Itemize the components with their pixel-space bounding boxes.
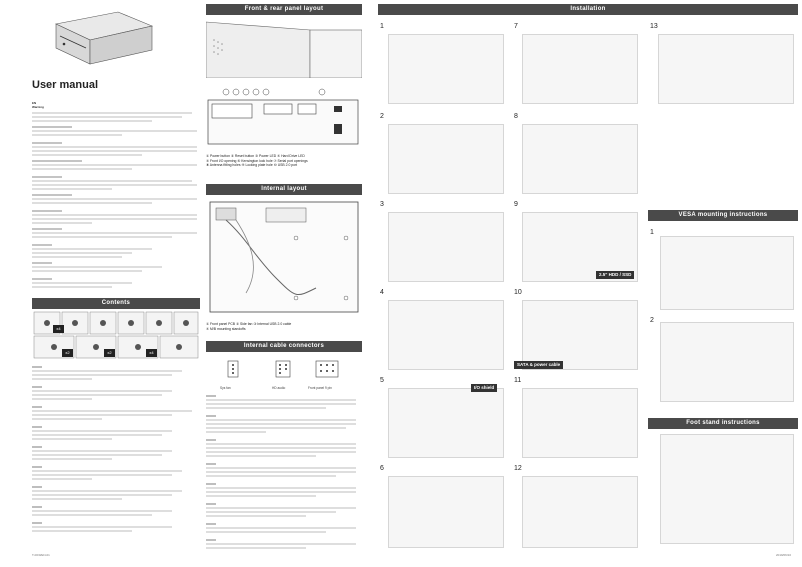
step-number: 7 [514, 23, 518, 30]
cable-label: HD audio [272, 386, 286, 390]
foot-stand-illustration [660, 434, 794, 544]
qty-badge: x4 [146, 349, 157, 357]
step-4-illustration [388, 300, 504, 370]
front-rear-legend: ① Power button ② Reset button ③ Power LE… [206, 154, 362, 168]
internal-layout-illustration [206, 198, 362, 316]
contents-banner: Contents [32, 298, 200, 309]
manual-title: User manual [32, 79, 99, 91]
io-shield-tag: I/O shield [471, 384, 498, 392]
step-11-illustration [522, 388, 638, 458]
cable-label: Sys fan [220, 386, 231, 390]
multilingual-text-block: EN Warning [32, 101, 200, 291]
vesa-step-1-illustration [660, 236, 794, 310]
legend-line: ④ M/B mounting standoffs [206, 326, 246, 331]
step-5-illustration [388, 388, 504, 458]
warning-heading: Warning [32, 105, 44, 110]
step-13-illustration [658, 34, 794, 104]
step-number: 2 [380, 113, 384, 120]
step-9-illustration [522, 212, 638, 282]
hdd-tag: 2.5" HDD / SSD [596, 271, 635, 279]
lang-heading-en: EN [32, 101, 37, 105]
front-rear-banner: Front & rear panel layout [206, 4, 362, 15]
internal-layout-banner: Internal layout [206, 184, 362, 195]
text-lines [32, 111, 200, 291]
step-number: 4 [380, 289, 384, 296]
cable-instructions [206, 394, 362, 550]
step-number: 6 [380, 465, 384, 472]
internal-legend: ① Front panel PCB ② Side fan ③ Internal … [206, 322, 362, 331]
cable-connectors-illustration [206, 355, 362, 385]
front-panel-illustration [206, 18, 362, 78]
step-3-illustration [388, 212, 504, 282]
footer-date: 2019/06/10 [776, 553, 792, 557]
legend-line: ① Front panel PCB ② Side fan ③ Internal … [206, 322, 292, 326]
step-1-illustration [388, 34, 504, 104]
step-number: 12 [514, 465, 522, 472]
qty-badge: x2 [62, 349, 73, 357]
qty-badge: x2 [104, 349, 115, 357]
legend-line: ⑧ Antenna fitting holes ⑨ Locking plate … [206, 163, 298, 168]
step-number: 2 [650, 317, 654, 324]
step-number: 11 [514, 377, 522, 384]
installation-banner: Installation [378, 4, 798, 15]
step-8-illustration [522, 124, 638, 194]
step-12-illustration [522, 476, 638, 548]
vesa-step-2-illustration [660, 322, 794, 402]
step-number: 3 [380, 201, 384, 208]
foot-stand-banner: Foot stand instructions [648, 418, 798, 429]
step-10-illustration [522, 300, 638, 370]
vesa-banner: VESA mounting instructions [648, 210, 798, 221]
contents-list [32, 365, 200, 547]
step-number: 8 [514, 113, 518, 120]
cable-connectors-banner: Internal cable connectors [206, 341, 362, 352]
step-number: 10 [514, 289, 522, 296]
step-number: 5 [380, 377, 384, 384]
qty-badge: x4 [53, 325, 64, 333]
step-number: 9 [514, 201, 518, 208]
legend-line: ⑤ Front I/O opening ⑥ Kensington lock ho… [206, 158, 308, 163]
step-number: 1 [380, 23, 384, 30]
footer-code: T-00/0/EN-01 [32, 553, 50, 557]
step-2-illustration [388, 124, 504, 194]
sata-power-tag: SATA & power cable [514, 361, 564, 369]
step-number: 13 [650, 23, 658, 30]
rear-panel-illustration [206, 80, 362, 148]
legend-line: ① Power button ② Reset button ③ Power LE… [206, 154, 305, 158]
step-number: 1 [650, 229, 654, 236]
contents-grid [32, 310, 200, 360]
step-7-illustration [522, 34, 638, 104]
product-image [48, 6, 158, 68]
cable-label: Front panel 9 pin [308, 386, 332, 390]
step-6-illustration [388, 476, 504, 548]
